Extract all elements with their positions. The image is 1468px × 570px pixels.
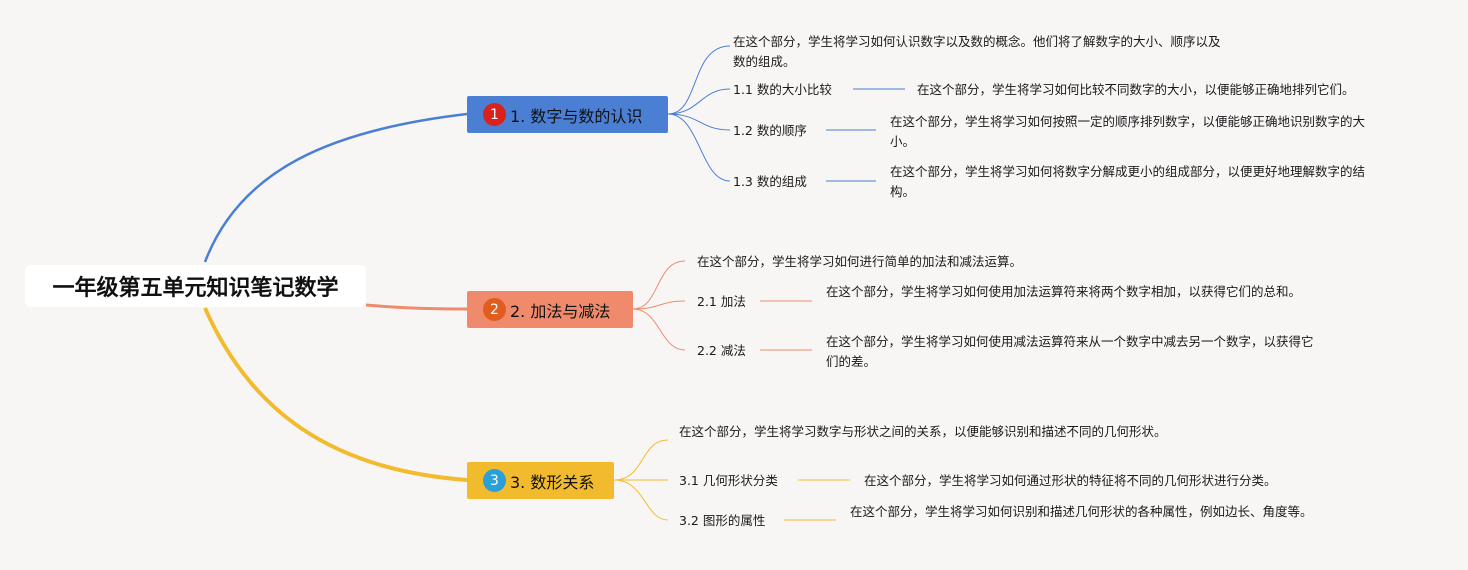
badge-3: 3 [483,469,506,492]
subtopic-2-2-desc: 在这个部分，学生将学习如何使用减法运算符来从一个数字中减去另一个数字，以获得它们… [826,334,1314,369]
subtopic-3-1-label[interactable]: 3.1 几何形状分类 [679,473,778,488]
branch-node-1[interactable]: 1 1. 数字与数的认识 [467,96,668,133]
branch-2-intro: 在这个部分，学生将学习如何进行简单的加法和减法运算。 [697,254,1023,269]
branch-label-3: 3. 数形关系 [510,472,595,492]
subtopic-3-1-desc: 在这个部分，学生将学习如何通过形状的特征将不同的几何形状进行分类。 [864,473,1277,488]
badge-1: 1 [483,103,506,126]
subtopic-2-2-label[interactable]: 2.2 减法 [697,343,746,358]
subtopic-2-1-label[interactable]: 2.1 加法 [697,294,746,309]
branch-1-fan [667,45,905,182]
subtopic-1-1-desc: 在这个部分，学生将学习如何比较不同数字的大小，以便能够正确地排列它们。 [917,82,1355,97]
connector-root-branch-1 [203,112,468,263]
branch-1-intro: 在这个部分，学生将学习如何认识数字以及数的概念。他们将了解数字的大小、顺序以及数… [733,34,1221,69]
root-title: 一年级第五单元知识笔记数学 [52,276,339,301]
subtopic-1-1-label[interactable]: 1.1 数的大小比较 [733,82,832,97]
subtopic-1-3-label[interactable]: 1.3 数的组成 [733,174,807,189]
branch-node-2[interactable]: 2 2. 加法与减法 [467,291,633,328]
connector-root-branch-2 [365,303,468,311]
badge-2: 2 [483,298,506,321]
branch-node-3[interactable]: 3 3. 数形关系 [467,462,614,499]
subtopic-1-2-label[interactable]: 1.2 数的顺序 [733,123,807,138]
subtopic-1-2-desc: 在这个部分，学生将学习如何按照一定的顺序排列数字，以便能够正确地识别数字的大小。 [890,114,1366,149]
branch-label-1: 1. 数字与数的认识 [510,106,643,126]
connector-root-branch-3 [203,307,468,482]
subtopic-3-2-desc: 在这个部分，学生将学习如何识别和描述几何形状的各种属性，例如边长、角度等。 [850,504,1313,519]
subtopic-3-2-label[interactable]: 3.2 图形的属性 [679,513,766,528]
branch-3-intro: 在这个部分，学生将学习数字与形状之间的关系，以便能够识别和描述不同的几何形状。 [679,424,1167,439]
root-node[interactable]: 一年级第五单元知识笔记数学 [25,265,366,307]
subtopic-1-3-desc: 在这个部分，学生将学习如何将数字分解成更小的组成部分，以便更好地理解数字的结构。 [890,164,1366,199]
branch-2-fan [632,260,812,351]
branch-label-2: 2. 加法与减法 [510,301,611,321]
branch-3-fan [613,439,850,521]
subtopic-2-1-desc: 在这个部分，学生将学习如何使用加法运算符来将两个数字相加，以获得它们的总和。 [826,284,1302,299]
